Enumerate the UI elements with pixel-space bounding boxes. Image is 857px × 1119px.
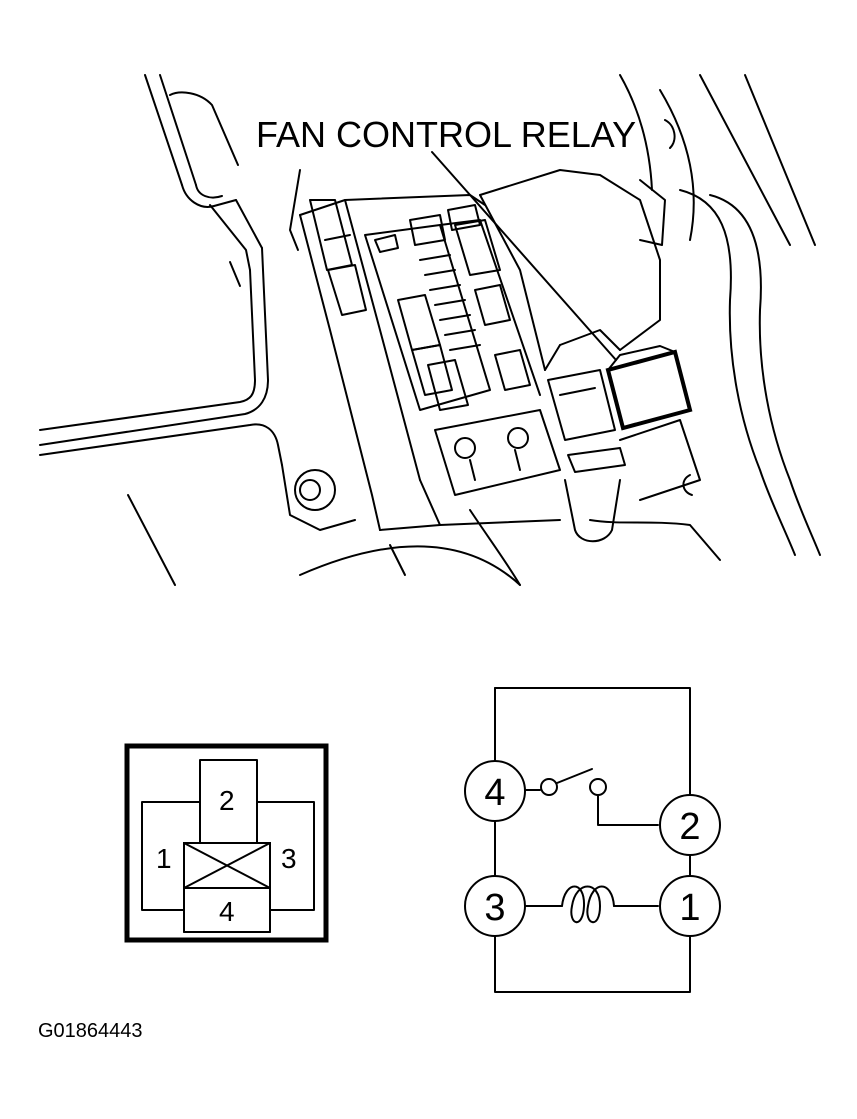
terminal-2 — [659, 794, 721, 856]
terminal-label-3: 3 — [484, 887, 505, 929]
connector-frame — [124, 743, 329, 943]
relay-schematic — [464, 687, 721, 993]
pin-label-3: 3 — [281, 843, 297, 874]
connector-pin-diagram — [124, 743, 329, 943]
engine-bay-illustration — [39, 74, 821, 586]
terminal-3 — [464, 875, 526, 937]
pin-label-1: 1 — [156, 843, 172, 874]
pin-label-4: 4 — [219, 896, 235, 927]
figure-id: G01864443 — [38, 1020, 143, 1042]
terminal-label-4: 4 — [484, 772, 505, 814]
switch-contact-moving — [589, 778, 607, 796]
terminal-4 — [464, 760, 526, 822]
terminal-label-1: 1 — [679, 887, 700, 929]
pin-label-2: 2 — [219, 785, 235, 816]
terminal-1 — [659, 875, 721, 937]
switch-contact-fixed — [540, 778, 558, 796]
callout-label: FAN CONTROL RELAY — [256, 114, 636, 155]
terminal-label-2: 2 — [679, 806, 700, 848]
